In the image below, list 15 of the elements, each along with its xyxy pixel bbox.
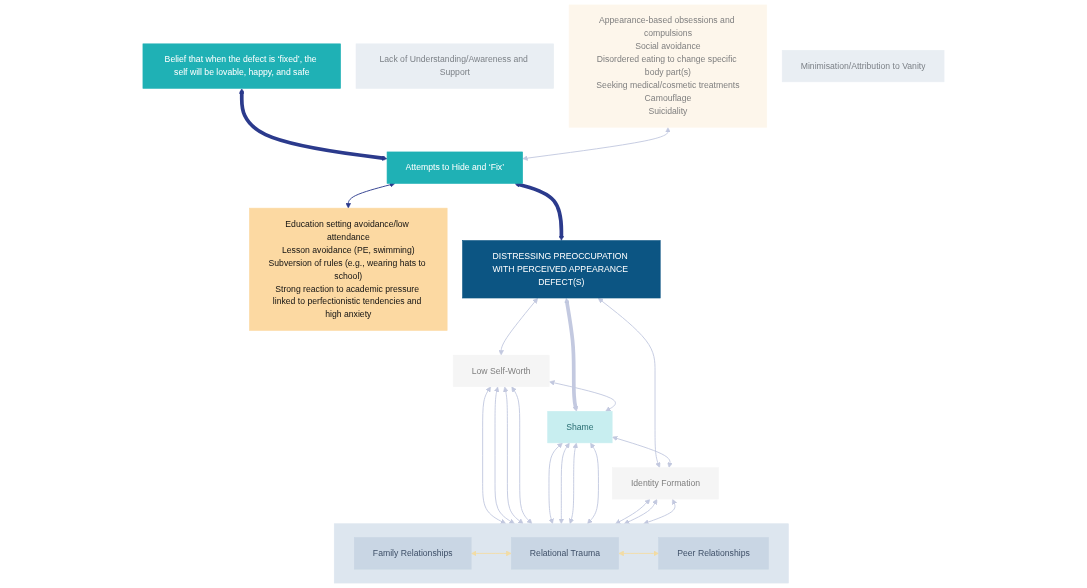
arrow: [514, 182, 565, 241]
node-box: Relational Trauma: [511, 537, 619, 570]
node-box: Identity Formation: [612, 467, 719, 500]
node-box: DISTRESSING PREOCCUPATION WITH PERCEIVED APPEARANCE DEFECT(S): [462, 240, 661, 299]
node-box: Appearance-based obsessions and compulsions Social avoidance Disordered eating to change specific body part(s) Seeking medical/cosmetic treatments Camouflage Suicidality: [568, 4, 768, 128]
node-box: Education setting avoidance/low attendance Lesson avoidance (PE, swimming) Subversion of rules (e.g., wearing hats to school) Strong reaction to academic pressure linked to perfectionistic tendencies and high anxiety: [249, 207, 448, 331]
node-box: Shame: [547, 411, 613, 444]
arrow: [564, 298, 579, 412]
node-box: Low Self-Worth: [452, 354, 550, 387]
node-box: Attempts to Hide and ‘Fix’: [386, 151, 523, 184]
node-box: Family Relationships: [354, 537, 472, 570]
node-box: Belief that when the defect is ‘fixed’, the self will be lovable, happy, and safe: [142, 43, 341, 89]
arrow: [239, 88, 388, 161]
cluster: [333, 523, 789, 584]
node-box: Peer Relationships: [658, 537, 769, 570]
